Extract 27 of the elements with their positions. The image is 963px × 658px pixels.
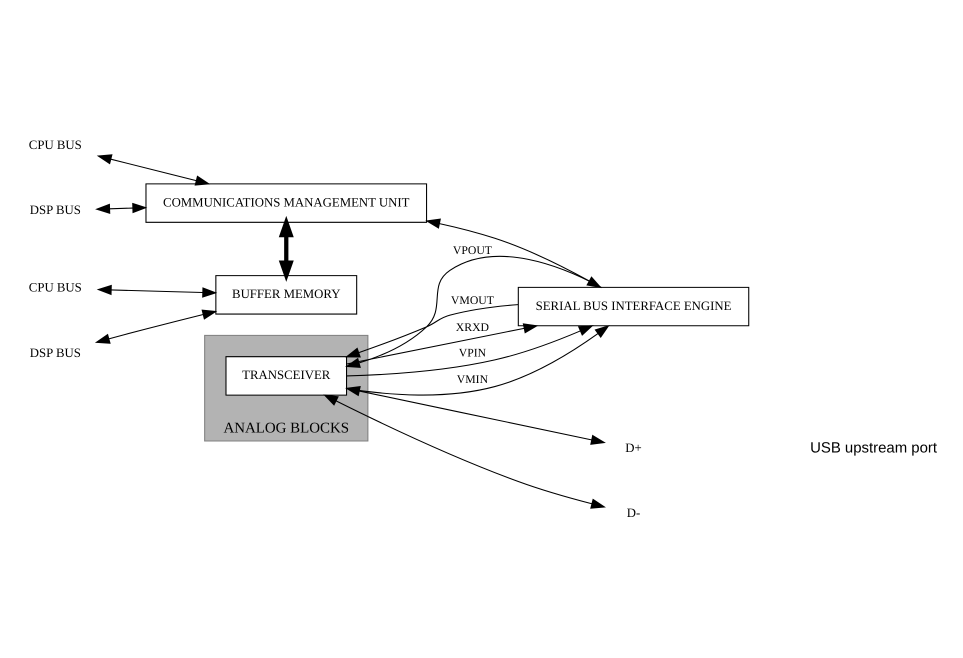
arrow [323, 394, 606, 508]
node-box: SERIAL BUS INTERFACE ENGINE [518, 286, 750, 326]
edge-label: VMIN [456, 372, 488, 386]
edge-label: VPIN [458, 346, 486, 359]
arrow [346, 324, 594, 376]
arrow [95, 202, 148, 214]
node-text: CPU BUS [28, 280, 82, 294]
arrow [96, 154, 210, 186]
node-text: DSP BUS [30, 345, 81, 360]
edge-label: XRXD [456, 320, 490, 334]
node-text: D- [626, 505, 640, 520]
arrow [94, 309, 218, 344]
arrow [278, 215, 294, 282]
arrow [346, 324, 610, 396]
node-box: BUFFER MEMORY [215, 274, 358, 314]
edge-label: VPOUT [452, 244, 492, 257]
node-text: DSP BUS [30, 202, 81, 216]
arrow [345, 386, 606, 444]
arrow [346, 322, 538, 364]
arrow [96, 284, 218, 298]
edge-label: VMOUT [450, 294, 494, 307]
node-box: COMMUNICATIONS MANAGEMENT UNIT [145, 182, 428, 222]
arrow [345, 304, 518, 357]
label: USB upstream port [810, 438, 938, 456]
node-text: D+ [625, 440, 642, 454]
node-box: TRANSCEIVER [225, 356, 348, 396]
node-text: CPU BUS [28, 137, 82, 152]
